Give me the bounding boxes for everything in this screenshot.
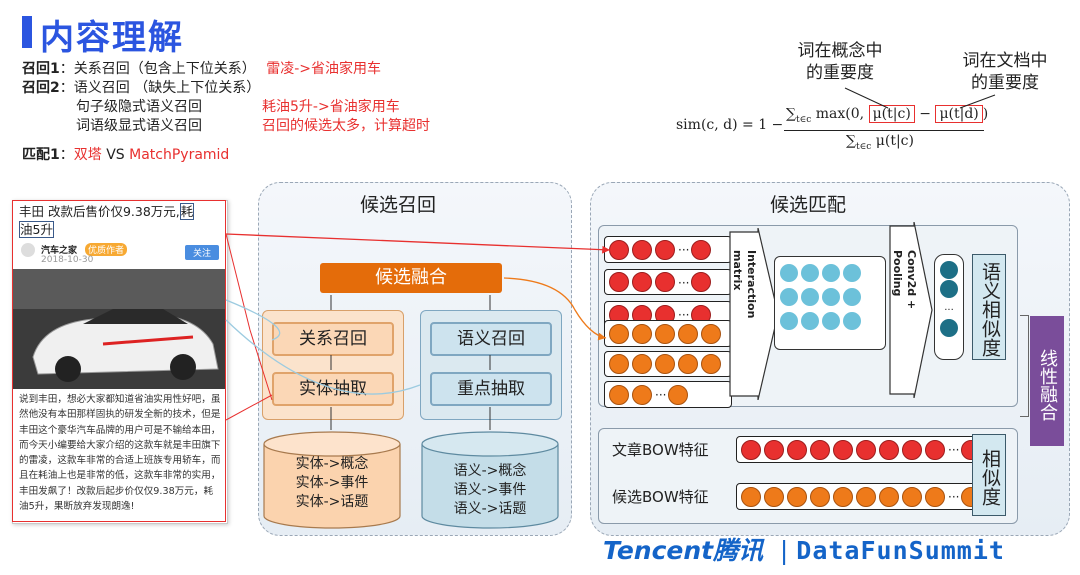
recall2-label: 召回2 bbox=[22, 80, 60, 96]
recall1-label: 召回1 bbox=[22, 61, 60, 77]
formula-lhs: sim(c, d) = 1 − bbox=[676, 117, 784, 133]
recall2-text: ：语义召回 （缺失上下位关系） bbox=[59, 80, 261, 96]
paren-close: ) bbox=[982, 106, 989, 122]
minus-sign: − bbox=[914, 106, 936, 122]
den-sum: ∑ bbox=[846, 133, 856, 149]
source-date: 2018-10-30 bbox=[41, 255, 94, 265]
title-accent-bar bbox=[22, 16, 32, 48]
note-doc: 词在文档中 的重要度 bbox=[962, 51, 1048, 93]
orange-row-3: ··· bbox=[604, 381, 732, 408]
slide-title: 内容理解 bbox=[40, 18, 184, 58]
semantic-db-items: 语义->概念 语义->事件 语义->话题 bbox=[420, 462, 560, 519]
mu-tc-box: μ(t|c) bbox=[868, 105, 915, 123]
tencent-logo: Tencent bbox=[603, 536, 714, 565]
conv-label: Conv2d + Pooling bbox=[891, 250, 918, 310]
db-right-0: 语义->概念 bbox=[453, 463, 527, 479]
dots-red-rows: ··· ··· ··· bbox=[604, 236, 732, 328]
word-example: 召回的候选太多，计算超时 bbox=[262, 118, 430, 134]
article-source-row: 汽车之家 优质作者 2018-10-30 关注 bbox=[13, 241, 227, 269]
avatar bbox=[21, 243, 35, 257]
output-vector: ··· bbox=[934, 254, 964, 360]
conv-arrow bbox=[889, 222, 933, 398]
recall-description: 召回1：关系召回（包含上下位关系） 雷凌->省油家用车 召回2：语义召回 （缺失… bbox=[22, 60, 542, 165]
fusion-block: 候选融合 bbox=[320, 263, 502, 293]
note-concept: 词在概念中 的重要度 bbox=[797, 41, 883, 83]
car-photo bbox=[13, 269, 225, 389]
entity-extract: 实体抽取 bbox=[272, 372, 394, 406]
fraction-line bbox=[784, 130, 984, 131]
den-mu: μ(t|c) bbox=[871, 133, 914, 149]
word-level: 词语级显式语义召回 bbox=[76, 118, 202, 134]
dots-orange-rows: ··· bbox=[604, 320, 732, 408]
candidate-bow-label: 候选BOW特征 bbox=[612, 488, 709, 506]
interaction-arrow bbox=[729, 228, 779, 400]
entity-db-items: 实体->概念 实体->事件 实体->话题 bbox=[262, 455, 402, 512]
article-card: 丰田 改款后售价仅9.38万元,耗油5升 汽车之家 优质作者 2018-10-3… bbox=[12, 200, 228, 524]
headline-a: 丰田 改款后售价仅9.38万元, bbox=[19, 204, 180, 219]
match-panel-title: 候选匹配 bbox=[770, 194, 847, 216]
db-left-2: 实体->话题 bbox=[295, 494, 369, 510]
formula-numerator: ∑t∈c max(0, μ(t|c) − μ(t|d)) bbox=[786, 105, 989, 125]
semantic-database bbox=[421, 431, 559, 529]
formula-denominator: ∑t∈c μ(t|c) bbox=[846, 133, 914, 152]
article-bow-dots: ··· bbox=[736, 436, 990, 463]
article-bow-label: 文章BOW特征 bbox=[612, 441, 709, 459]
follow-button[interactable]: 关注 bbox=[184, 245, 219, 260]
similarity-box: 相似度 bbox=[972, 434, 1006, 516]
matrix-dots bbox=[780, 262, 884, 334]
sum-sub: t∈c bbox=[796, 114, 812, 125]
candidate-bow-dots: ··· bbox=[736, 483, 990, 510]
fusion-bracket bbox=[1020, 315, 1029, 417]
recall1-example: 雷凌->省油家用车 bbox=[266, 61, 381, 77]
sentence-example: 耗油5升->省油家用车 bbox=[262, 99, 400, 115]
db-right-1: 语义->事件 bbox=[453, 482, 527, 498]
match1-a: 双塔 bbox=[73, 147, 102, 163]
match1-label: 匹配1 bbox=[22, 147, 60, 163]
tencent-cn: 腾讯 bbox=[713, 536, 764, 565]
datafun-summit: DataFunSummit bbox=[796, 536, 1005, 565]
key-extract: 重点抽取 bbox=[430, 372, 552, 406]
linear-fusion-box: 线性融合 bbox=[1030, 316, 1064, 446]
sentence-level: 句子级隐式语义召回 bbox=[76, 99, 202, 115]
entity-database bbox=[263, 431, 401, 529]
headline-c: 油5升 bbox=[19, 221, 54, 238]
db-left-0: 实体->概念 bbox=[295, 456, 369, 472]
mu-td-box: μ(t|d) bbox=[935, 105, 983, 123]
semantic-recall: 语义召回 bbox=[430, 322, 552, 356]
match1-colon: ： bbox=[59, 147, 74, 163]
relation-recall: 关系召回 bbox=[272, 322, 394, 356]
recall-panel-title: 候选召回 bbox=[360, 194, 437, 216]
orange-row-1 bbox=[604, 320, 732, 347]
footer: Tencent腾讯 |DataFunSummit bbox=[603, 531, 1005, 567]
orange-row-2 bbox=[604, 350, 732, 377]
match1-b: MatchPyramid bbox=[129, 147, 230, 163]
semantic-similarity-box: 语义相似度 bbox=[972, 254, 1006, 360]
red-row-2: ··· bbox=[604, 268, 732, 295]
article-highlight-frame bbox=[12, 200, 226, 522]
recall1-text: ：关系召回（包含上下位关系） bbox=[59, 61, 256, 77]
sum-symbol: ∑ bbox=[786, 106, 796, 122]
footer-separator: | bbox=[779, 536, 789, 565]
match1-vs: VS bbox=[101, 147, 130, 163]
article-body: 说到丰田，想必大家都知道省油实用性好吧，虽然他没有本田那样固执的研发全新的技术，… bbox=[19, 394, 221, 513]
max-text: max(0, bbox=[811, 106, 869, 122]
article-headline: 丰田 改款后售价仅9.38万元,耗油5升 bbox=[13, 201, 227, 241]
interaction-label: Interaction matrix bbox=[731, 250, 758, 319]
red-row-1: ··· bbox=[604, 236, 732, 263]
headline-b: 耗 bbox=[179, 203, 195, 220]
source-tag: 优质作者 bbox=[85, 243, 128, 256]
source-name: 汽车之家 bbox=[41, 246, 78, 256]
den-sub: t∈c bbox=[856, 141, 872, 152]
db-right-2: 语义->话题 bbox=[453, 501, 527, 517]
db-left-1: 实体->事件 bbox=[295, 475, 369, 491]
